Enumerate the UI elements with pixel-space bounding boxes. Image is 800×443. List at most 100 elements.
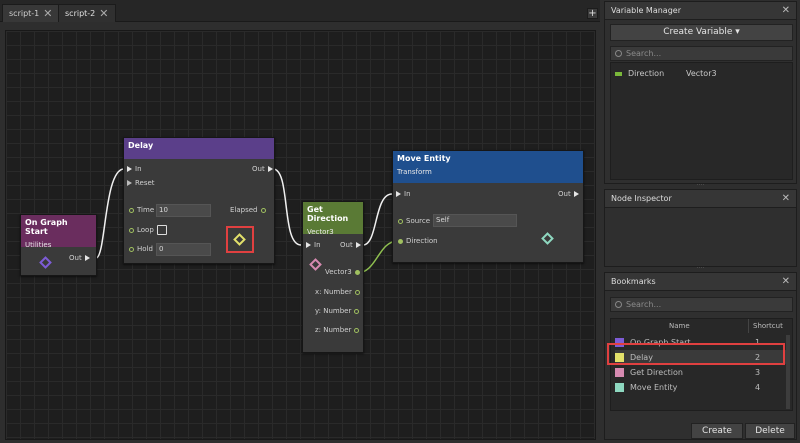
y-port[interactable]: y: Number — [315, 307, 360, 315]
node-header: On Graph Start Utilities — [21, 215, 96, 249]
port-label: z: Number — [315, 326, 352, 334]
panel-header: Node Inspector ✕ — [605, 190, 796, 208]
exec-arrow-icon — [267, 166, 273, 172]
panel-title: Bookmarks — [611, 277, 656, 286]
column-header-shortcut[interactable]: Shortcut — [753, 322, 783, 330]
delete-bookmark-button[interactable]: Delete — [745, 423, 795, 439]
direction-port[interactable]: Direction — [398, 237, 438, 245]
data-port-icon — [354, 289, 360, 295]
exec-wire-start-delay — [95, 168, 125, 259]
bookmark-search[interactable] — [610, 297, 793, 312]
in-port[interactable]: In — [127, 165, 142, 173]
loop-port[interactable]: Loop — [129, 225, 167, 235]
column-header-name[interactable]: Name — [669, 322, 690, 330]
bookmark-shortcut: 1 — [755, 337, 761, 347]
search-icon — [615, 301, 622, 308]
port-label: Loop — [137, 226, 154, 234]
port-label: In — [314, 241, 321, 249]
port-label: Out — [252, 165, 265, 173]
variable-row[interactable]: Direction Vector3 — [615, 69, 717, 78]
exec-arrow-icon — [573, 191, 579, 197]
bookmark-row[interactable]: Move Entity 4 — [615, 380, 789, 394]
data-port-icon — [129, 246, 134, 252]
x-port[interactable]: x: Number — [315, 288, 360, 296]
z-port[interactable]: z: Number — [315, 326, 360, 334]
bookmark-row[interactable]: Get Direction 3 — [615, 365, 789, 379]
node-move-entity[interactable]: Move Entity Transform In Out Source Self… — [392, 150, 584, 263]
bookmarks-panel: Bookmarks ✕ Name Shortcut On Graph Start… — [604, 272, 797, 440]
bookmark-diamond-icon[interactable] — [309, 258, 322, 271]
node-title: Move Entity — [397, 154, 451, 163]
variable-color-swatch — [615, 71, 622, 76]
data-port-icon — [354, 327, 360, 333]
port-label: Time — [137, 206, 155, 214]
tab-script-2[interactable]: script-2 ✕ — [58, 4, 116, 22]
bookmark-diamond-icon[interactable] — [541, 232, 554, 245]
node-header: Delay — [124, 138, 274, 159]
out-port[interactable]: Out — [252, 165, 273, 173]
panel-resize-grip[interactable]: ···· — [696, 182, 705, 189]
data-port-icon — [398, 238, 403, 244]
bookmark-name: Delay — [630, 352, 653, 362]
close-icon[interactable]: ✕ — [781, 276, 790, 287]
variable-search[interactable] — [610, 46, 793, 61]
reset-port[interactable]: Reset — [127, 179, 155, 187]
bookmark-shortcut: 4 — [755, 382, 761, 392]
time-port[interactable]: Time — [129, 206, 154, 214]
port-label: Hold — [137, 245, 153, 253]
node-title: Delay — [128, 141, 154, 150]
panel-resize-grip[interactable]: ···· — [696, 265, 705, 272]
variable-search-input[interactable] — [626, 49, 776, 58]
in-port[interactable]: In — [396, 190, 411, 198]
bookmark-row[interactable]: Delay 2 — [615, 350, 789, 364]
out-port[interactable]: Out — [340, 241, 361, 249]
exec-wire-getdir-move — [362, 193, 393, 246]
variable-manager-panel: Variable Manager ✕ Create Variable ▾ Dir… — [604, 1, 797, 184]
node-on-graph-start[interactable]: On Graph Start Utilities Out — [20, 214, 97, 276]
panel-header: Variable Manager ✕ — [605, 2, 796, 20]
vector3-port[interactable]: Vector3 — [325, 268, 360, 276]
bookmark-row[interactable]: On Graph Start 1 — [615, 335, 789, 349]
exec-arrow-icon — [127, 166, 132, 172]
close-icon[interactable]: ✕ — [781, 193, 790, 204]
data-port-icon — [129, 227, 134, 233]
create-variable-button[interactable]: Create Variable ▾ — [610, 24, 793, 41]
port-label: x: Number — [315, 288, 352, 296]
port-label: Direction — [406, 237, 438, 245]
node-delay[interactable]: Delay In Reset Out Time 10 Elapsed — [123, 137, 275, 264]
hold-input[interactable]: 0 — [156, 243, 211, 256]
close-tab-icon[interactable]: ✕ — [99, 6, 109, 20]
add-tab-icon[interactable]: + — [587, 8, 598, 19]
graph-canvas[interactable]: On Graph Start Utilities Out Delay In Re… — [5, 30, 596, 440]
elapsed-port[interactable]: Elapsed — [230, 206, 266, 214]
column-divider — [748, 319, 749, 333]
out-port[interactable]: Out — [558, 190, 579, 198]
variable-name: Direction — [628, 69, 665, 78]
bookmark-shortcut: 2 — [755, 352, 761, 362]
tab-bar: script-1 ✕ script-2 ✕ + — [0, 0, 600, 22]
node-title: Get Direction — [307, 205, 349, 223]
out-port[interactable]: Out — [69, 254, 90, 262]
bookmark-diamond-icon[interactable] — [39, 256, 52, 269]
in-port[interactable]: In — [306, 241, 321, 249]
close-icon[interactable]: ✕ — [781, 5, 790, 16]
port-label: Out — [558, 190, 571, 198]
close-tab-icon[interactable]: ✕ — [43, 6, 53, 20]
bookmark-color-swatch — [615, 382, 624, 392]
source-input[interactable]: Self — [433, 214, 517, 227]
exec-arrow-icon — [84, 255, 90, 261]
create-bookmark-button[interactable]: Create — [691, 423, 743, 439]
hold-port[interactable]: Hold — [129, 245, 153, 253]
source-port[interactable]: Source — [398, 217, 430, 225]
node-header: Get Direction Vector3 — [303, 202, 363, 236]
node-get-direction[interactable]: Get Direction Vector3 In Out Vector3 x: … — [302, 201, 364, 353]
bookmark-search-input[interactable] — [626, 300, 776, 309]
tab-script-1[interactable]: script-1 ✕ — [2, 4, 60, 22]
highlight-box — [607, 343, 785, 365]
loop-checkbox[interactable] — [156, 225, 167, 235]
bookmark-color-swatch — [615, 367, 624, 377]
variable-list: Direction Vector3 — [610, 62, 793, 180]
time-input[interactable]: 10 — [156, 204, 211, 217]
bookmark-scrollbar[interactable] — [786, 335, 790, 409]
